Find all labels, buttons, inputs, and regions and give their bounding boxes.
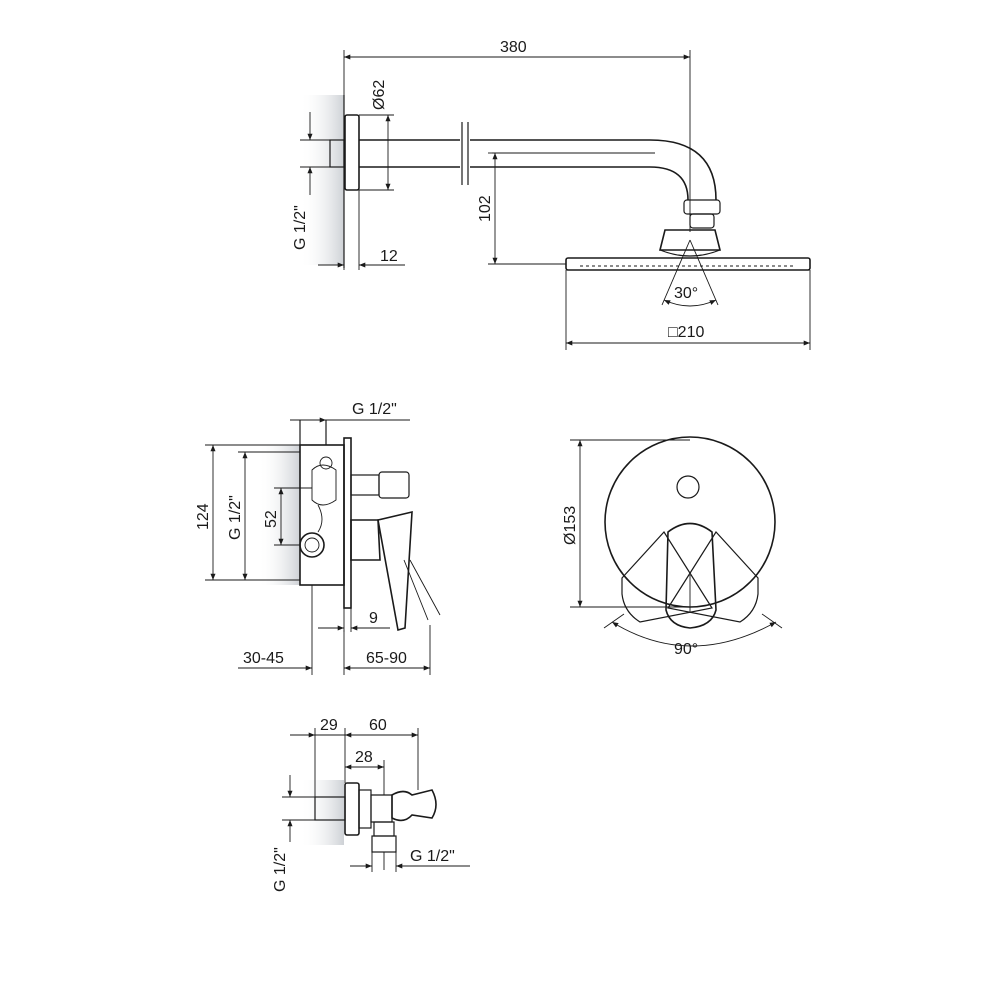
spray-line-left [661,239,691,306]
arm-length-label: 380 [500,39,527,56]
cover-plate [343,437,352,609]
thread-nipple [329,139,345,168]
lever-base [350,519,381,561]
outlet-bottom-thread-label: G 1/2" [410,848,455,865]
wall-shadow [300,95,344,265]
lever-swing [403,559,429,621]
arm-thread-label: G 1/2" [292,205,309,250]
offset-a-label: 29 [320,717,338,734]
offset-c-label: 28 [355,749,373,766]
rotation-angle-label: 90° [674,641,698,658]
angle-arc [663,299,717,307]
lever-handle [377,510,413,632]
wall-offset-label: 12 [380,248,398,265]
spacing-label: 52 [263,510,280,528]
outlet-left-thread-label: G 1/2" [272,847,289,892]
hub-skirt [659,249,721,257]
elbow [373,821,395,837]
plate-diameter-label: Ø153 [562,506,579,545]
hand-shower-holder [391,789,437,822]
lever-swing [409,559,441,616]
wall-depth-label: 30-45 [243,650,284,667]
outlet-flange [344,782,360,836]
mixer-side-view: G 1/2" 124 G 1/2" 52 9 30-45 65-90 [195,401,441,675]
outlet-neck [370,794,393,823]
arm-bend-inner [649,166,689,201]
swivel-ball [689,213,715,229]
diverter-button [378,471,410,499]
spray-line-right [689,239,719,306]
outlet-ring [299,532,325,558]
shower-arm-view: 30° 380 Ø62 G 1/2" 12 102 □210 [292,39,811,350]
top-thread-label: G 1/2" [352,401,397,418]
wall-shadow [300,780,344,845]
outlet-body [358,789,372,829]
height-label: 124 [195,503,212,530]
lever-rotated-left [621,531,713,623]
diverter-button-front [676,475,700,499]
mixer-front-view: 90° Ø153 [562,436,783,658]
left-thread-label: G 1/2" [227,495,244,540]
drop-label: 102 [477,195,494,222]
arm-bend-outer [649,139,717,201]
arc-tick [603,613,625,629]
port [319,456,333,470]
head-size-label: □210 [668,324,704,341]
valve-cavity [311,464,337,506]
channel [317,504,323,533]
offset-b-label: 60 [369,717,387,734]
flange-diameter-label: Ø62 [371,80,388,110]
outlet-ring-inner [304,537,320,553]
projection-label: 65-90 [366,650,407,667]
spray-angle-label: 30° [674,285,698,302]
plate-gap-label: 9 [369,610,378,627]
swivel-nut [683,199,721,215]
wall-flange [344,114,360,191]
lever-rotated-right [667,531,759,623]
rotation-arc [611,621,777,647]
arc-tick [761,613,783,629]
diverter-stem [350,474,380,496]
shower-head-plate [565,257,811,271]
wall-outlet-view: 29 60 28 G 1/2" G 1/2" [272,717,470,892]
hose-connector [371,835,397,853]
